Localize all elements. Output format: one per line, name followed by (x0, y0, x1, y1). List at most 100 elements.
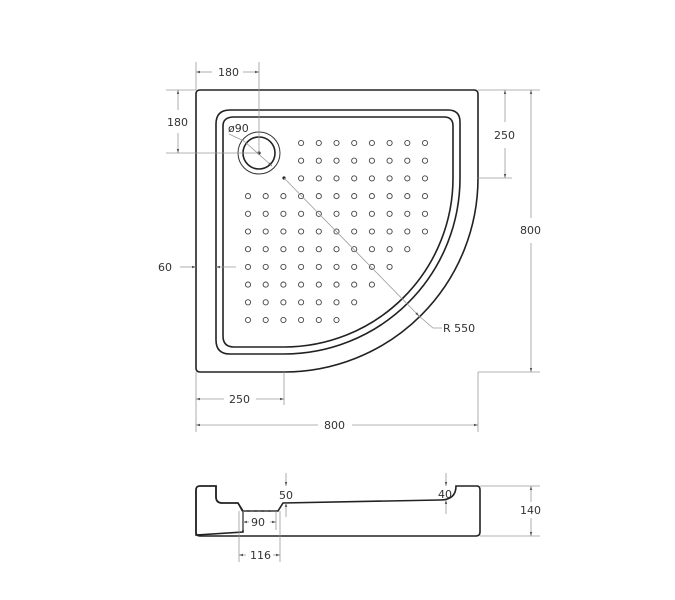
anti-slip-dot (333, 263, 340, 270)
anti-slip-dot (368, 246, 375, 253)
anti-slip-dot (315, 316, 322, 324)
anti-slip-dot (368, 175, 375, 182)
drain-outer-width-label: 116 (250, 549, 271, 562)
anti-slip-dot (386, 263, 393, 270)
anti-slip-dot (244, 210, 252, 217)
anti-slip-dot (351, 281, 358, 288)
anti-slip-dot (351, 263, 358, 270)
anti-slip-dot (421, 228, 429, 235)
anti-slip-dot (333, 175, 340, 182)
anti-slip-dot (351, 299, 358, 306)
anti-slip-dot (315, 157, 322, 164)
anti-slip-dot (333, 139, 340, 147)
anti-slip-dot (280, 263, 287, 270)
anti-slip-dot (351, 210, 358, 217)
anti-slip-dot (280, 299, 287, 306)
slope-end-depth-label: 40 (438, 488, 452, 501)
anti-slip-dot (262, 210, 269, 217)
anti-slip-dot-grid (244, 139, 429, 324)
anti-slip-dot (298, 210, 305, 217)
anti-slip-dot (351, 193, 358, 200)
anti-slip-dot (244, 193, 252, 200)
anti-slip-dot (315, 281, 322, 288)
anti-slip-dot (262, 316, 269, 324)
tray-outer-outline (195, 89, 479, 373)
anti-slip-dot (386, 157, 393, 164)
anti-slip-dot (262, 228, 269, 235)
anti-slip-dot (386, 193, 393, 200)
bottom-straight-segment-label: 250 (229, 393, 250, 406)
anti-slip-dot (262, 281, 269, 288)
overall-height-label: 140 (520, 504, 541, 517)
top-view: ø90 R 550 180 180 250 800 (158, 62, 541, 432)
anti-slip-dot (404, 193, 411, 200)
anti-slip-dot (368, 193, 375, 200)
anti-slip-dot (351, 175, 358, 182)
anti-slip-dot (298, 281, 305, 288)
anti-slip-dot (244, 263, 252, 270)
drain-depth-label: 50 (279, 489, 293, 502)
anti-slip-dot (351, 157, 358, 164)
anti-slip-dot (333, 193, 340, 200)
anti-slip-dot (421, 139, 429, 147)
drain-diameter-label: ø90 (228, 122, 249, 135)
drain-offset-x-label: 180 (218, 66, 239, 79)
rim-width-label: 60 (158, 261, 172, 274)
anti-slip-dot (298, 157, 305, 164)
anti-slip-dot (315, 263, 322, 270)
anti-slip-dot (298, 175, 305, 182)
anti-slip-dot (421, 157, 429, 164)
drain: ø90 (228, 122, 281, 175)
anti-slip-dot (244, 228, 252, 235)
anti-slip-dot (386, 210, 393, 217)
right-straight-segment-label: 250 (494, 129, 515, 142)
anti-slip-dot (262, 299, 269, 306)
anti-slip-dot (386, 175, 393, 182)
anti-slip-dot (280, 246, 287, 253)
anti-slip-dot (368, 263, 375, 270)
anti-slip-dot (244, 299, 252, 306)
anti-slip-dot (404, 157, 411, 164)
anti-slip-dot (298, 263, 305, 270)
anti-slip-dot (351, 139, 358, 147)
anti-slip-dot (386, 246, 393, 253)
anti-slip-dot (386, 139, 393, 147)
anti-slip-dot (333, 281, 340, 288)
anti-slip-dot (333, 316, 340, 324)
anti-slip-dot (368, 228, 375, 235)
anti-slip-dot (386, 228, 393, 235)
radius-label: R 550 (443, 322, 475, 335)
anti-slip-dot (421, 210, 429, 217)
rim-inner-outline (222, 116, 454, 348)
anti-slip-dot (280, 228, 287, 235)
anti-slip-dot (421, 175, 429, 182)
rim-outer-outline (215, 109, 461, 355)
anti-slip-dot (315, 139, 322, 147)
anti-slip-dot (404, 175, 411, 182)
overall-depth-label: 800 (520, 224, 541, 237)
anti-slip-dot (333, 157, 340, 164)
anti-slip-dot (244, 281, 252, 288)
anti-slip-dot (368, 281, 375, 288)
anti-slip-dot (368, 157, 375, 164)
anti-slip-dot (262, 193, 269, 200)
anti-slip-dot (315, 193, 322, 200)
drain-offset-y-label: 180 (167, 116, 188, 129)
anti-slip-dot (298, 139, 305, 147)
anti-slip-dot (333, 299, 340, 306)
anti-slip-dot (280, 281, 287, 288)
side-body-outline (195, 485, 481, 537)
anti-slip-dot (315, 228, 322, 235)
anti-slip-dot (404, 139, 411, 147)
anti-slip-dot (244, 246, 252, 253)
anti-slip-dot (421, 193, 429, 200)
anti-slip-dot (351, 228, 358, 235)
overall-width-label: 800 (324, 419, 345, 432)
side-profile-outline (195, 485, 244, 536)
anti-slip-dot (315, 246, 322, 253)
anti-slip-dot (298, 246, 305, 253)
anti-slip-dot (262, 263, 269, 270)
anti-slip-dot (315, 175, 322, 182)
anti-slip-dot (404, 246, 411, 253)
anti-slip-dot (298, 299, 305, 306)
